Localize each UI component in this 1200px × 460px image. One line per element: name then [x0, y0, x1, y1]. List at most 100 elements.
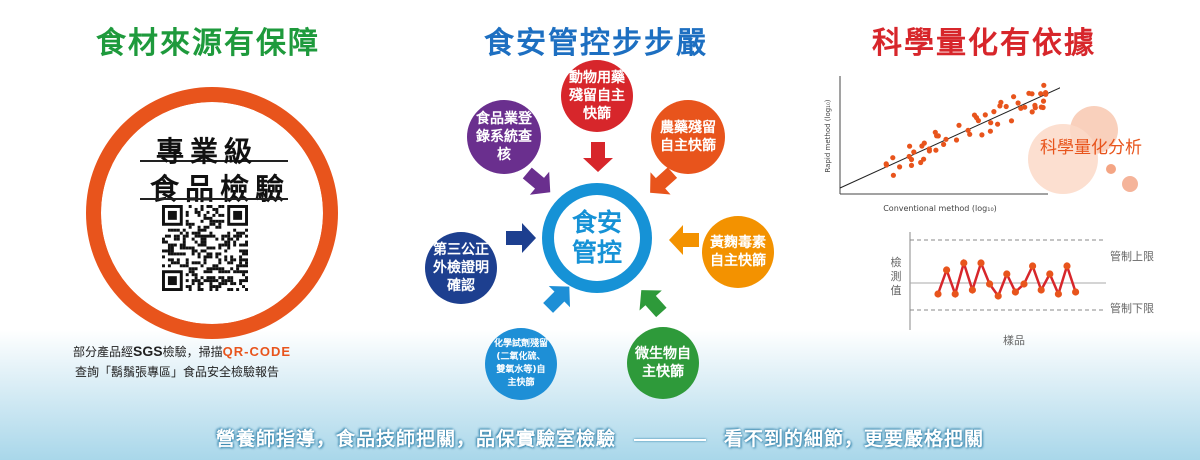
node-label-line: 化學試劑殘留 — [493, 339, 548, 349]
center-label-line: 管控 — [571, 238, 622, 267]
badge-divider — [140, 160, 288, 162]
scatter-point — [1041, 82, 1047, 88]
bubble-decoration — [1122, 176, 1138, 192]
lower-limit-label: 管制下限 — [1110, 301, 1154, 315]
control-point — [986, 280, 994, 288]
bubble-decoration — [1106, 164, 1116, 174]
badge-title-line1: 專業級 — [156, 135, 259, 168]
qr-code-label: QR-CODE — [222, 344, 291, 359]
scatter-point — [1022, 104, 1028, 110]
scatter-point — [1015, 100, 1021, 106]
control-x-label: 樣品 — [1003, 333, 1025, 347]
scatter-point — [956, 122, 962, 128]
scatter-point — [907, 143, 913, 149]
sgs-label: SGS — [133, 343, 163, 359]
node-label-line: 殘留自主 — [569, 88, 625, 104]
center-core: 食安 管控 — [554, 195, 640, 281]
science-analysis-label: 科學量化分析 — [1040, 138, 1142, 158]
control-y-label: 測 — [891, 269, 902, 283]
node-label-line: 動物用藥 — [569, 70, 625, 86]
safety-check-node: 第三公正外檢證明確認 — [425, 232, 497, 304]
safety-check-node: 黃麴毒素自主快篩 — [702, 216, 774, 288]
control-y-label: 值 — [891, 284, 902, 297]
scatter-point — [934, 133, 940, 139]
scatter-x-label: Conventional method (log₁₀) — [883, 204, 997, 213]
trend-line — [839, 87, 1060, 189]
scatter-point — [890, 172, 896, 178]
scatter-point — [897, 164, 903, 170]
banner-right-text: 看不到的細節，更要嚴格把關 — [724, 428, 985, 450]
scatter-point — [1040, 104, 1046, 111]
scatter-point — [1003, 103, 1009, 110]
node-label-line: 主快篩 — [507, 378, 535, 388]
control-point — [934, 290, 942, 298]
scatter-point — [1032, 105, 1038, 111]
arrow-icon — [669, 225, 699, 255]
center-label: 食安 管控 — [567, 208, 627, 268]
control-point — [1054, 290, 1062, 298]
scatter-point — [1011, 94, 1017, 100]
control-chart: 管制上限 管制下限 檢 測 值 樣品 — [891, 232, 1154, 347]
center-label-line: 食安 — [571, 208, 622, 237]
scatter-point — [1038, 91, 1044, 97]
arrow-icons — [506, 142, 699, 318]
control-point — [1029, 262, 1037, 270]
control-point — [977, 259, 985, 267]
upper-limit-label: 管制上限 — [1110, 249, 1154, 263]
node-label-line: 微生物自 — [635, 346, 691, 362]
scatter-point — [988, 120, 994, 126]
scatter-point — [1008, 118, 1015, 124]
scatter-point — [941, 141, 947, 147]
node-label-line: 黃麴毒素 — [710, 235, 766, 251]
scatter-point — [933, 147, 939, 153]
control-point — [1063, 262, 1071, 270]
badge-divider — [140, 198, 288, 200]
scatter-point — [908, 162, 915, 168]
inspection-note-line2: 查詢「鬍鬚張專區」食品安全檢驗報告 — [75, 365, 280, 379]
safety-check-node: 化學試劑殘留 (二氧化硫、雙氧水等)自主快篩 — [485, 328, 557, 400]
node-label-line: 快篩 — [583, 106, 611, 122]
bubble-decoration — [1028, 124, 1098, 194]
arrow-icon — [639, 290, 667, 318]
bottom-banner: 營養師指導，食品技師把關，品保實驗室檢驗 看不到的細節，更要嚴格把關 — [0, 424, 1200, 451]
control-point — [1037, 286, 1045, 294]
scatter-point — [995, 121, 1001, 127]
control-point — [1020, 280, 1028, 288]
badge-title-line2: 食品檢驗 — [150, 172, 291, 206]
node-label-line: 主快篩 — [642, 364, 684, 380]
control-y-label: 檢 — [891, 255, 902, 269]
control-point — [1072, 288, 1080, 296]
note-text: 檢驗，掃描 — [162, 345, 223, 359]
control-point — [943, 266, 951, 274]
node-label-line: (二氧化硫、 — [496, 352, 546, 362]
arrow-icon — [583, 142, 613, 172]
node-label-line: 雙氧水等)自 — [496, 365, 546, 375]
scatter-point — [943, 136, 949, 142]
control-point — [960, 259, 968, 267]
banner-left-text: 營養師指導，食品技師把關，品保實驗室檢驗 — [215, 428, 616, 450]
correlation-scatter-plot: Conventional method (log₁₀) Rapid method… — [824, 76, 1060, 213]
scatter-point — [997, 103, 1003, 109]
control-point — [1046, 270, 1054, 278]
node-label-line: 外檢證明 — [433, 260, 489, 276]
control-point — [1003, 270, 1011, 278]
node-label-line: 食品業登 — [476, 111, 532, 127]
heading-food-source: 食材來源有保障 — [96, 26, 320, 61]
control-point — [1011, 288, 1019, 296]
scatter-point — [1029, 109, 1035, 115]
scatter-point — [987, 128, 993, 134]
scatter-point — [967, 131, 973, 137]
scatter-point — [975, 118, 981, 124]
scatter-point — [982, 112, 988, 118]
heading-food-safety: 食安管控步步嚴 — [484, 26, 708, 61]
scatter-point — [883, 162, 889, 168]
control-point — [968, 286, 976, 294]
scatter-point — [1040, 98, 1047, 104]
scatter-point — [971, 112, 978, 118]
safety-check-node: 微生物自主快篩 — [627, 327, 699, 399]
inspection-note-line1: 部分產品經SGS檢驗，掃描QR-CODE — [73, 343, 291, 360]
node-label-line: 確認 — [447, 278, 475, 294]
heading-science: 科學量化有依據 — [872, 26, 1096, 61]
node-label-line: 自主快篩 — [660, 138, 716, 154]
qr-code-icon[interactable] — [162, 205, 248, 291]
